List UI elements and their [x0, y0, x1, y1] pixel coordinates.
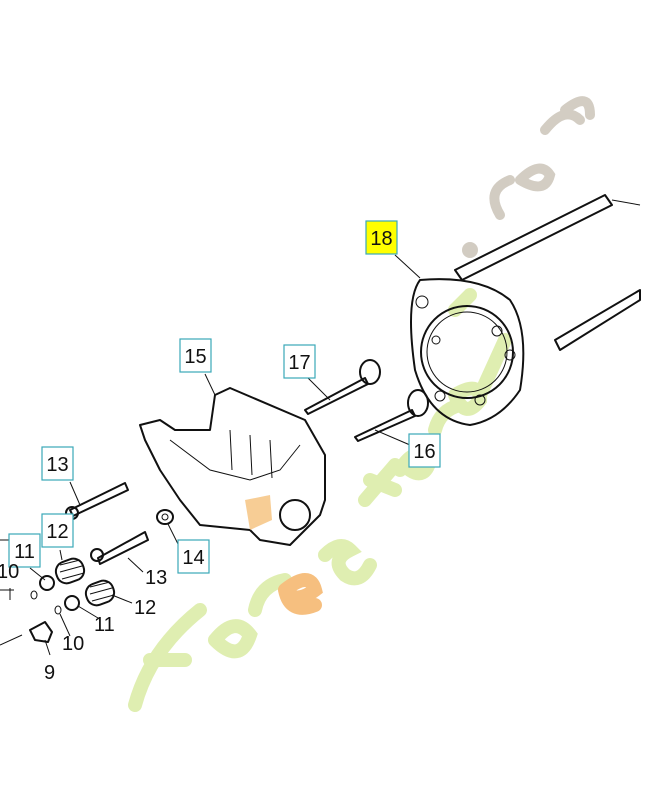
- head-gasket: [410, 278, 525, 426]
- callout-10-text: 10: [0, 561, 19, 583]
- callout-14: 14: [177, 539, 210, 574]
- callout-11-text: 11: [14, 541, 35, 563]
- label-9: 9: [44, 662, 55, 684]
- push-rods: [454, 194, 641, 351]
- label-13: 13: [145, 567, 167, 589]
- washer: [156, 509, 174, 525]
- callout-10: 10: [0, 561, 19, 583]
- callout-16-text: 16: [413, 441, 435, 463]
- bolts: [65, 482, 149, 565]
- callout-12: 12: [41, 513, 74, 548]
- callout-16: 16: [408, 433, 441, 468]
- callout-11: 11: [8, 533, 41, 568]
- small-parts: [0, 575, 80, 646]
- washer-hole: [161, 513, 169, 521]
- callout-14-text: 14: [182, 547, 204, 569]
- callout-12-text: 12: [46, 521, 68, 543]
- springs: [54, 557, 116, 607]
- callout-18: 18: [365, 220, 398, 255]
- label-10: 10: [62, 633, 84, 655]
- callout-13-text: 13: [46, 454, 68, 476]
- callout-15: 15: [179, 338, 212, 373]
- callout-17: 17: [283, 344, 316, 379]
- valves: [304, 359, 429, 442]
- label-12: 12: [134, 597, 156, 619]
- callout-18-text: 18: [370, 228, 392, 250]
- watermark: [128, 96, 595, 712]
- cylinder-head: [139, 387, 326, 546]
- label-11: 11: [94, 614, 115, 636]
- leader-lines: [0, 254, 421, 656]
- callout-17-text: 17: [288, 352, 310, 374]
- callout-15-text: 15: [184, 346, 206, 368]
- callout-13: 13: [41, 446, 74, 481]
